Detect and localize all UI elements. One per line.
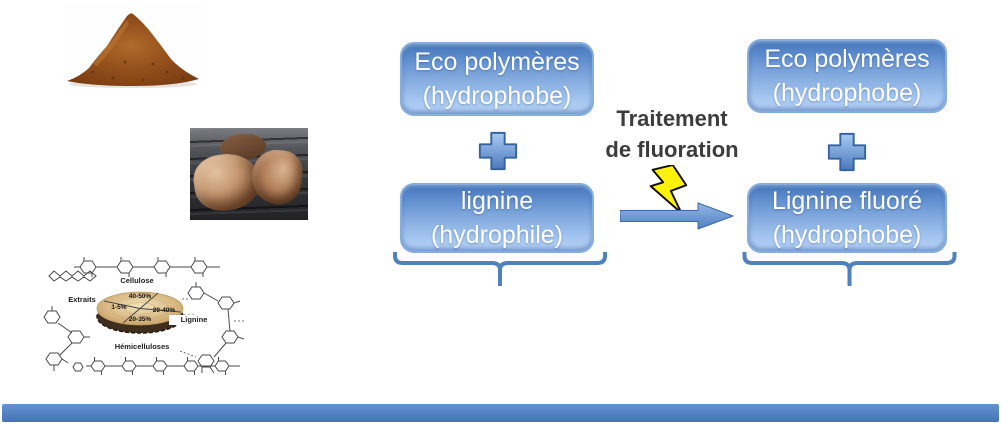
right-arrow-icon	[620, 202, 734, 230]
cellulose-label: Cellulose	[120, 276, 154, 285]
box-text-line: Eco polymères	[414, 48, 580, 76]
lignine-fluore-box-right: Lignine fluoré (hydrophobe)	[747, 183, 947, 253]
box-text-line: (hydrophobe)	[422, 82, 572, 110]
hemicelluloses-structure	[86, 357, 240, 375]
lignin-powder-photo	[63, 2, 205, 89]
lignine-label: Lignine	[169, 315, 219, 325]
under-brace-left-icon	[393, 252, 607, 286]
lignine-percentage: 20-40%	[152, 307, 176, 314]
extractives-structure	[48, 270, 97, 282]
box-text-line: (hydrophobe)	[772, 221, 922, 249]
powder-mound-illustration	[67, 13, 199, 88]
extraits-percentage: 1-5%	[111, 304, 127, 311]
eco-polymeres-box-left: Eco polymères (hydrophobe)	[400, 42, 594, 116]
footer-bar	[2, 404, 999, 422]
wood-composition-diagram: Cellulose Extraits 40-50% 1-5% 20-40% 20…	[34, 253, 246, 381]
plus-icon	[827, 132, 867, 172]
box-text-line: lignine	[460, 187, 534, 215]
lightning-bolt-icon	[649, 165, 688, 215]
box-text-line: (hydrophobe)	[772, 79, 922, 107]
cellulose-percentage: 40-50%	[128, 293, 152, 300]
plus-icon	[478, 131, 518, 171]
hemicelluloses-label: Hémicelluloses	[114, 342, 170, 351]
treatment-line-1: Traitement	[616, 106, 728, 131]
wood-disc	[96, 291, 184, 334]
box-text-line: Eco polymères	[764, 45, 930, 73]
eco-polymeres-box-right: Eco polymères (hydrophobe)	[747, 39, 947, 113]
box-text-line: (hydrophile)	[430, 221, 563, 249]
treatment-line-2: de fluoration	[605, 137, 739, 162]
treatment-label: Traitement de fluoration	[587, 103, 757, 165]
cellulose-structure	[74, 257, 220, 277]
lignine-box-left: lignine (hydrophile)	[400, 183, 594, 253]
wood-bark-photo	[190, 128, 308, 220]
extraits-label: Extraits	[68, 295, 96, 304]
extractives-phenolic-structure	[43, 306, 90, 372]
under-brace-right-icon	[742, 252, 957, 286]
lignine-structure	[180, 282, 244, 374]
box-text-line: Lignine fluoré	[771, 187, 923, 215]
hemicelluloses-percentage: 20-35%	[128, 316, 152, 323]
